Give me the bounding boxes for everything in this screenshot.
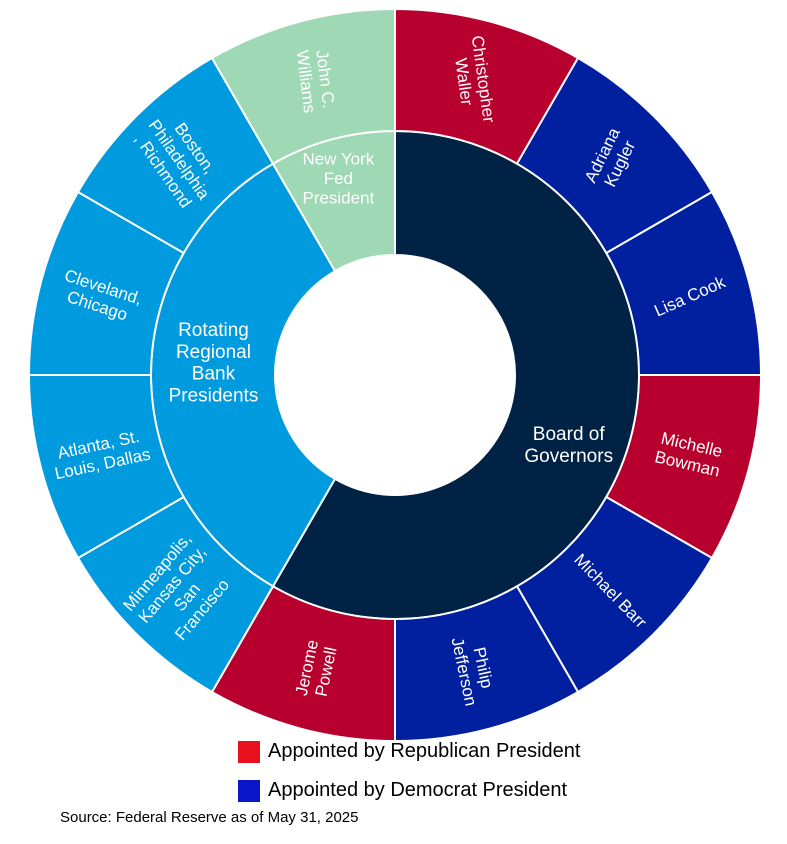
segment-label-john-c-williams: John C.Williams [293,47,339,115]
legend-swatch-republican [238,740,260,763]
legend-label-democrat: Appointed by Democrat President [268,779,568,801]
legend-item-republican: Appointed by Republican President [238,740,580,763]
legend-item-democrat: Appointed by Democrat President [238,779,567,802]
legend-swatch-democrat [238,779,260,802]
legend-label-republican: Appointed by Republican President [268,740,581,762]
source-note: Source: Federal Reserve as of May 31, 20… [60,809,359,826]
outer-segment-john-c-williams [210,7,396,166]
segment-label-philip-jefferson: PhilipJefferson [447,632,499,708]
